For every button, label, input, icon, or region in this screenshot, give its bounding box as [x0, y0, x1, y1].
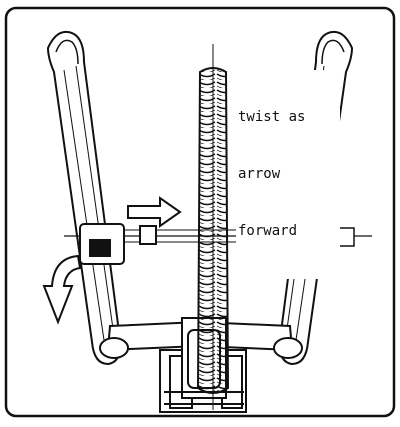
twist-instruction-label: twist as arrow forward [236, 70, 340, 279]
left-lever [79, 223, 157, 265]
label-line-3: forward [238, 223, 298, 239]
arrow-right-icon [127, 196, 182, 228]
frame-border [4, 6, 396, 418]
curved-arrow-icon [42, 254, 82, 325]
label-line-2: arrow [238, 166, 281, 182]
label-line-1: twist as [238, 109, 306, 125]
left-handlebar [46, 30, 122, 366]
